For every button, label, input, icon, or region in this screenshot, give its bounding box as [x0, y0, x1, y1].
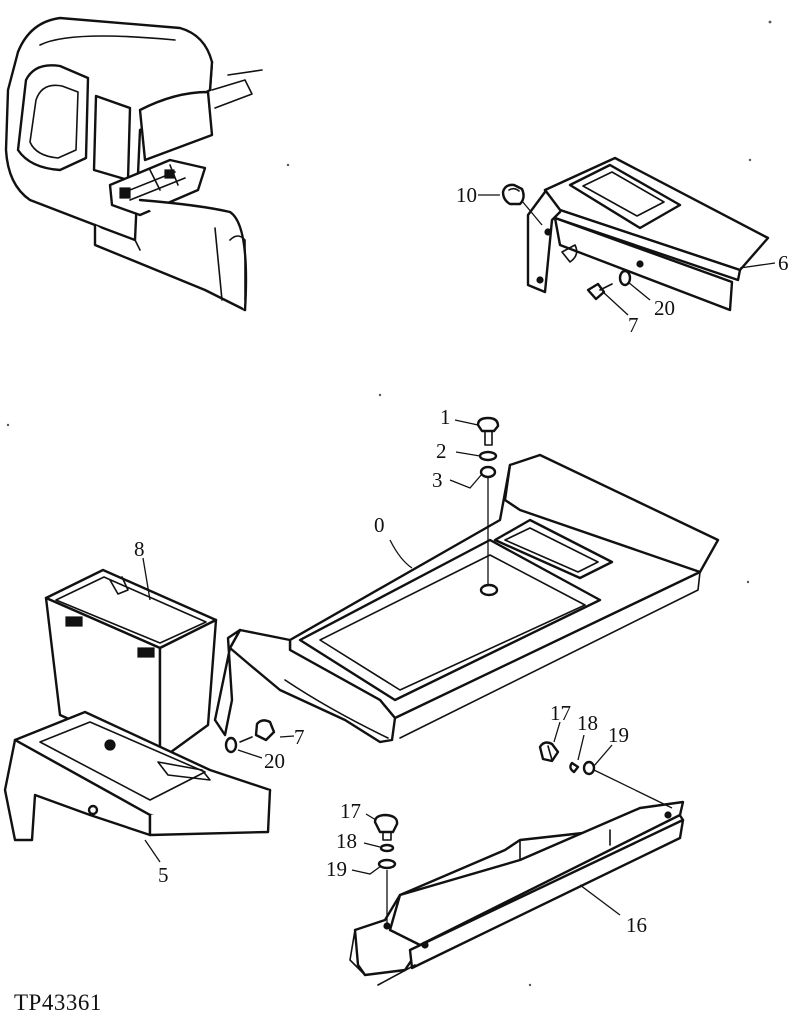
callout-20-top: 20	[654, 296, 675, 320]
console-tray-part-0	[213, 453, 720, 744]
callout-3: 3	[432, 468, 443, 492]
callout-19-upper: 19	[608, 723, 629, 747]
callout-7-top: 7	[628, 313, 639, 337]
plate-part-16	[349, 800, 685, 986]
washer-part-19-upper	[582, 760, 596, 776]
washer-part-19-lower	[377, 858, 397, 870]
callout-1: 1	[440, 405, 451, 429]
callout-8: 8	[134, 537, 145, 561]
callout-16: 16	[626, 913, 647, 937]
storage-box-part-8	[44, 568, 218, 762]
callout-5: 5	[158, 863, 169, 887]
cab-overview	[4, 16, 263, 312]
callout-19-lower: 19	[326, 857, 347, 881]
callout-6: 6	[778, 251, 789, 275]
bolt-part-17-lower	[373, 813, 399, 841]
callout-2: 2	[436, 439, 447, 463]
knob-part-10	[501, 183, 525, 206]
callout-18-upper: 18	[577, 711, 598, 735]
callout-17-upper: 17	[550, 701, 571, 725]
screw-part-1	[476, 416, 500, 446]
console-cover-6	[526, 156, 770, 312]
figure-code: TP43361	[14, 990, 102, 1015]
washer-part-20-middle	[224, 736, 238, 754]
bolt-part-17-upper	[538, 741, 560, 763]
callout-18-lower: 18	[336, 829, 357, 853]
callout-7-middle: 7	[294, 725, 305, 749]
callout-10: 10	[456, 183, 477, 207]
washer-part-18-lower	[379, 843, 395, 853]
washer-part-18-upper	[569, 761, 580, 774]
bolt-part-7-top	[586, 282, 613, 301]
washer-part-20-top	[618, 269, 632, 287]
base-part-5	[3, 710, 272, 842]
callout-17-lower: 17	[340, 799, 361, 823]
bolt-part-7-middle	[239, 719, 276, 743]
callout-20-middle: 20	[264, 749, 285, 773]
callout-0: 0	[374, 513, 385, 537]
washer-part-2	[478, 450, 498, 462]
washer-part-3	[479, 465, 497, 479]
